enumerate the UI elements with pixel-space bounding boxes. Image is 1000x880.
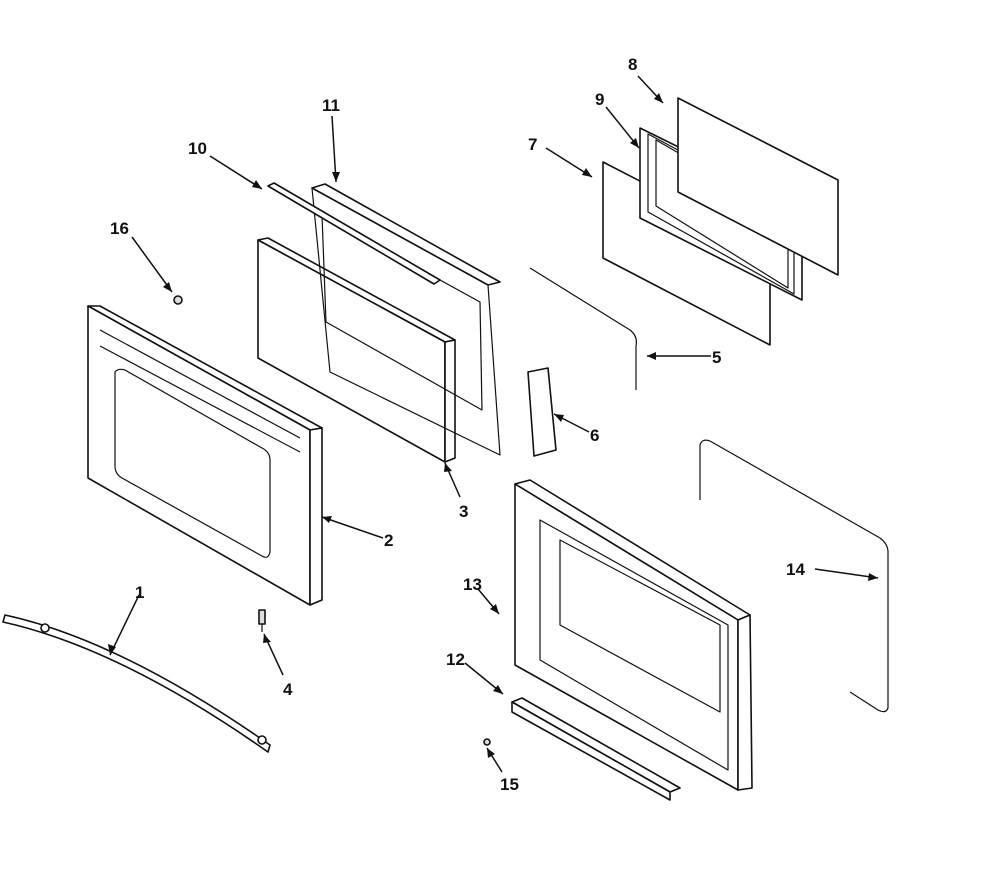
part-16-screw (173, 295, 183, 305)
callout-1: 1 (135, 583, 144, 602)
callout-13: 13 (463, 575, 482, 594)
part-3-inner-door-glass (257, 237, 456, 463)
part-12-bottom-trim (511, 697, 681, 801)
callout-11: 11 (322, 96, 340, 115)
part-2-outer-door-panel (87, 305, 323, 606)
part-6-bracket (527, 367, 557, 457)
part-15-screw (483, 738, 491, 746)
callout-6: 6 (590, 426, 599, 445)
callout-14: 14 (786, 560, 805, 579)
callout-5: 5 (712, 348, 721, 367)
part-1-door-handle (2, 614, 271, 753)
leader-lines (108, 75, 879, 773)
part-5-seal-strip (529, 267, 637, 390)
callout-labels: 1 2 3 4 5 6 7 8 9 10 11 12 13 14 15 16 (110, 55, 805, 794)
callout-3: 3 (459, 502, 468, 521)
callout-2: 2 (384, 531, 393, 550)
callout-4: 4 (283, 680, 293, 699)
callout-15: 15 (500, 775, 519, 794)
callout-8: 8 (628, 55, 637, 74)
callout-12: 12 (446, 650, 465, 669)
callout-16: 16 (110, 219, 129, 238)
callout-10: 10 (188, 139, 207, 158)
part-8-outer-glass (677, 97, 839, 276)
part-13-inner-door-frame (514, 479, 753, 791)
part-4-screw (258, 609, 266, 632)
part-14-door-gasket (699, 439, 889, 713)
part-10-top-trim (267, 182, 441, 285)
callout-9: 9 (595, 90, 604, 109)
callout-7: 7 (528, 135, 537, 154)
